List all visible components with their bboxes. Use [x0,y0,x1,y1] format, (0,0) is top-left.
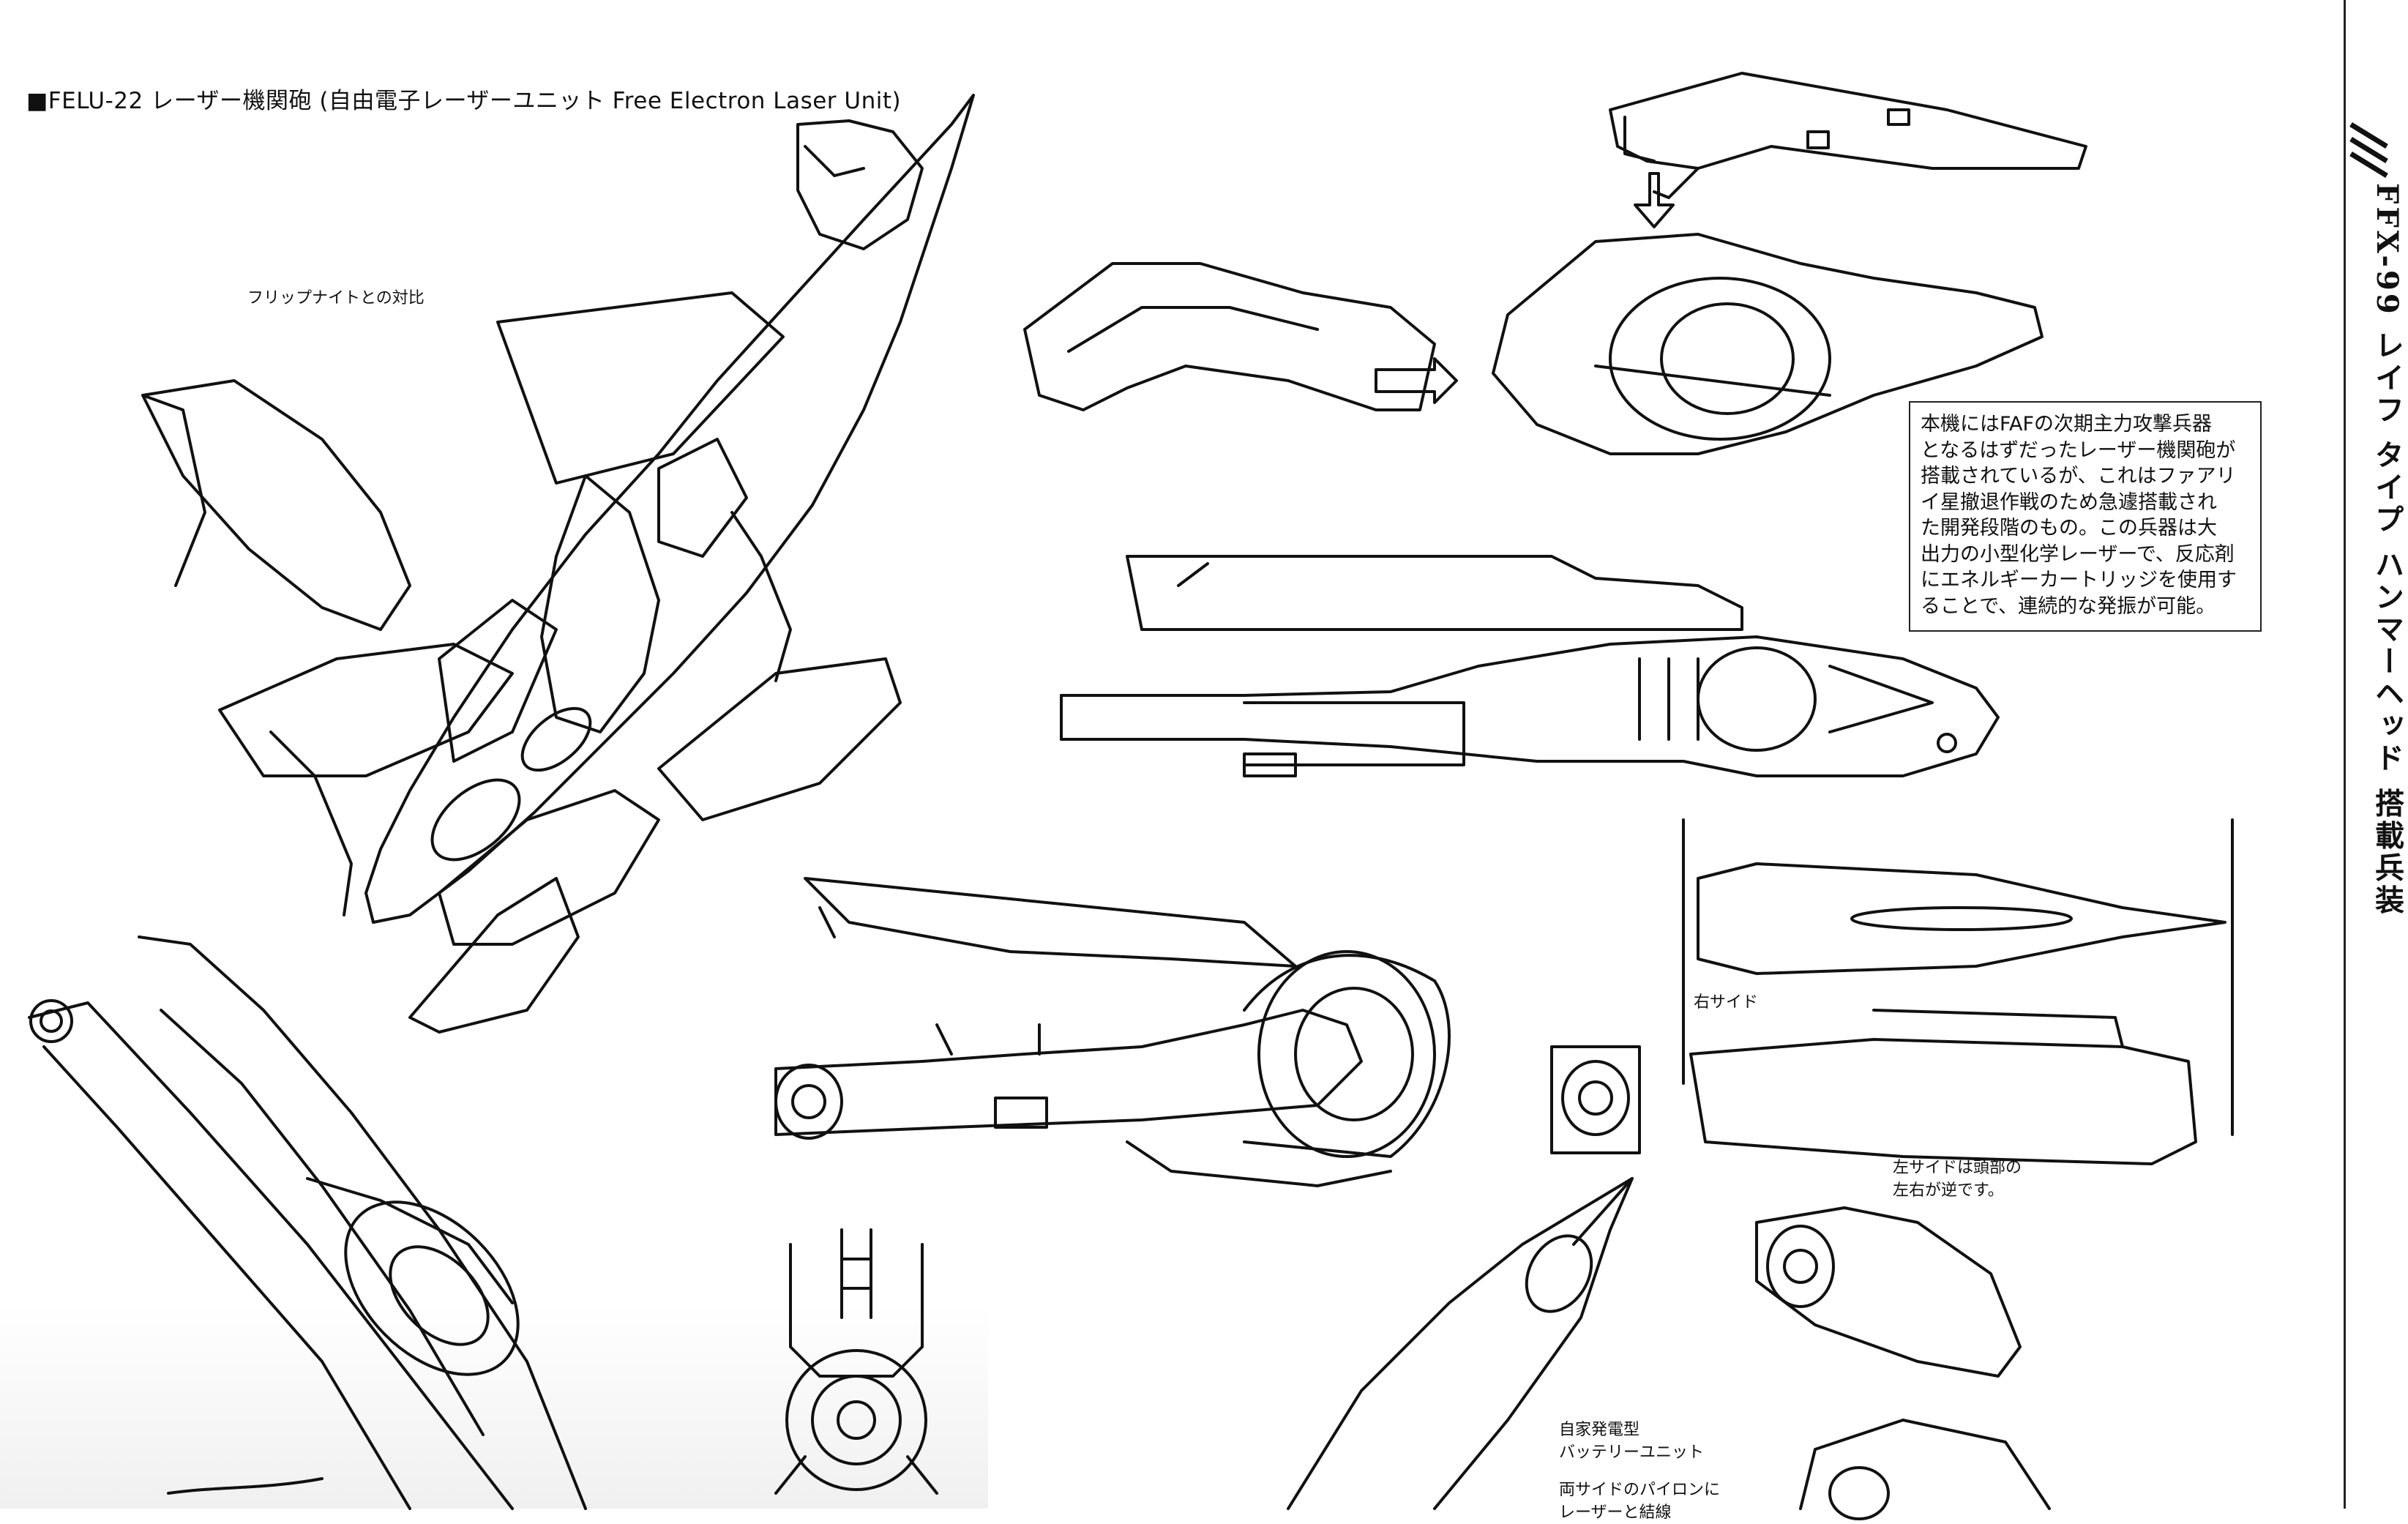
note-battery-line-1: 自家発電型 [1559,1421,1640,1439]
nacelle-closeup-sketches [1755,1206,2051,1520]
note-left-side-line-2: 左右が逆です。 [1893,1181,2004,1200]
page-edge-line [2344,0,2346,1509]
page-heading: ■FELU-22 レーザー機関砲 (自由電子レーザーユニット Free Elec… [26,88,902,114]
note-right-side-text: 右サイド [1694,993,1759,1012]
battery-unit-sketch [1287,1177,1634,1510]
line-art-sketches [28,72,2234,1520]
stripe-mark [2349,122,2388,178]
side-profile-sketches [1550,818,2234,1165]
description-box: 本機にはFAFの次期主力攻撃兵器 となるはずだったレーザー機関砲が 搭載されてい… [1909,401,2262,632]
side-section-title: FFX-99 レイフ タイプ ハンマーヘッド 搭載兵装 [2370,183,2404,917]
page-shadow [0,1303,988,1509]
side-margin [2341,0,2387,1509]
housing-exploded-sketch [1023,72,2087,455]
description-line-3: 搭載されているが、これはファアリ [1921,465,2236,488]
description-line-2: となるはずだったレーザー機関砲が [1921,438,2236,462]
gun-side-view-sketch [1060,555,2000,777]
note-pylon-line-1: 両サイドのパイロンに [1559,1481,1721,1499]
description-line-6: 出力の小型化学レーザーで、反応剤 [1921,542,2235,566]
note-comparison: フリップナイトとの対比 [247,287,425,310]
aircraft-sketch [141,94,975,1034]
description-line-7: にエネルギーカートリッジを使用す [1921,569,2237,591]
description-line-1: 本機にはFAFの次期主力攻撃兵器 [1921,413,2213,436]
note-left-side: 左サイドは頭部の 左右が逆です。 [1893,1157,2022,1202]
gun-perspective-sketch [774,877,1451,1187]
note-battery-line-2: バッテリーユニット [1559,1443,1705,1462]
note-pylon: 両サイドのパイロンに レーザーと結線 [1559,1479,1720,1524]
description-line-5: た開発段階のもの。この兵器は大 [1921,517,2217,539]
gun-rear-view-sketch [774,1228,938,1495]
note-left-side-line-1: 左サイドは頭部の [1893,1159,2022,1177]
description-line-4: イ星撤退作戦のため急遽搭載され [1921,490,2217,514]
note-pylon-line-2: レーザーと結線 [1559,1504,1672,1522]
laser-unit-closeup-sketch [28,935,587,1510]
note-comparison-text: フリップナイトとの対比 [247,289,425,307]
note-battery: 自家発電型 バッテリーユニット [1559,1419,1704,1464]
note-right-side: 右サイド [1694,991,1758,1014]
description-line-8: ることで、連続的な発振が可能。 [1921,594,2216,618]
